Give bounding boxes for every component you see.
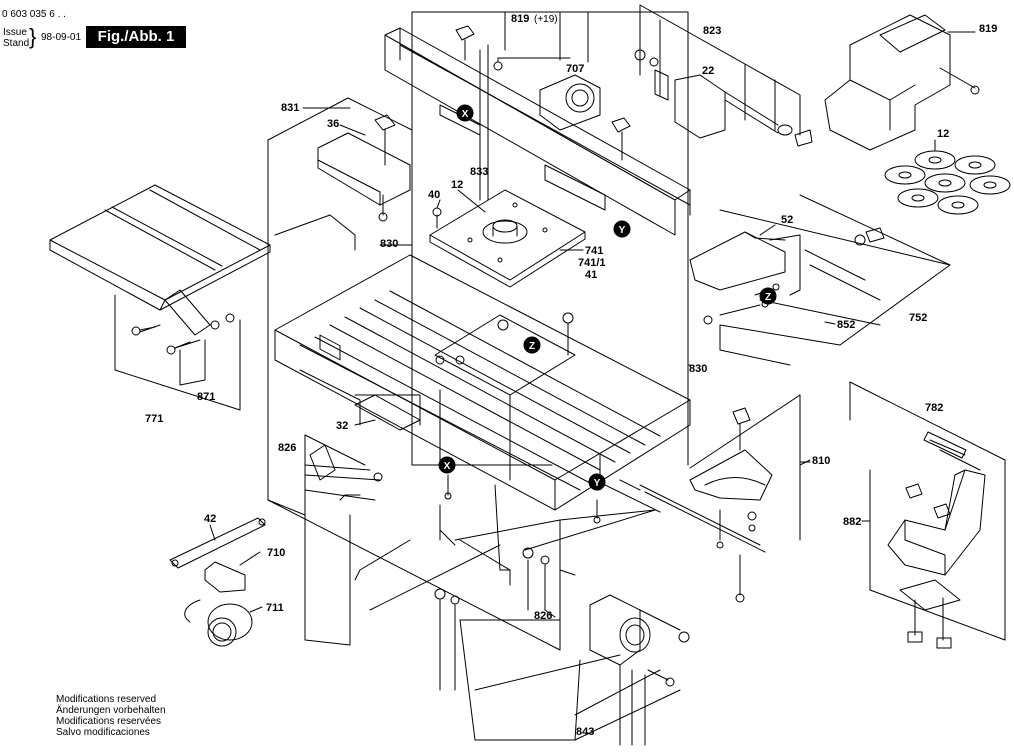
part-label-52: 52	[781, 214, 793, 226]
part-label-22: 22	[702, 65, 714, 77]
marker-z-lower-text: Z	[529, 341, 535, 352]
cabinet-843	[459, 594, 690, 746]
issue-label: Issue	[3, 27, 27, 38]
part-label-41: 41	[585, 269, 597, 281]
part-label-826-upper: 826	[278, 442, 296, 454]
parts-782-882	[849, 381, 1006, 649]
stand-826	[267, 434, 656, 691]
guard-52-group	[689, 194, 951, 366]
fence-assembly	[384, 11, 691, 236]
part-label-36: 36	[327, 118, 339, 130]
parts-42-710-711	[169, 517, 266, 647]
part-label-871: 871	[197, 391, 215, 403]
part-label-782: 782	[925, 402, 943, 414]
part-819-hood	[824, 14, 980, 151]
part-label-42: 42	[204, 513, 216, 525]
part-label-32: 32	[336, 420, 348, 432]
issue-date: 98-09-01	[41, 32, 82, 43]
marker-y-upper-text: Y	[619, 225, 626, 236]
part-label-830-upper: 830	[380, 238, 398, 250]
modifications-notice: Modifications reserved Änderungen vorbeh…	[56, 694, 166, 738]
part-label-12-insert: 12	[451, 179, 463, 191]
main-table-top	[274, 254, 691, 513]
marker-z-lower: Z	[523, 336, 541, 354]
part-label-741-1: 741/1	[578, 257, 606, 269]
notice-line-de: Änderungen vorbehalten	[56, 705, 166, 716]
mitre-gauge-810	[639, 394, 811, 603]
part-label-852: 852	[837, 319, 855, 331]
part-label-741: 741	[585, 245, 603, 257]
part-label-830-lower: 830	[689, 363, 707, 375]
part-label-882: 882	[843, 516, 861, 528]
part-label-710: 710	[267, 547, 285, 559]
marker-y-lower: Y	[588, 473, 606, 491]
marker-y-lower-text: Y	[594, 478, 601, 489]
marker-x-lower: X	[438, 456, 456, 474]
washer-set-12	[884, 150, 1011, 215]
notice-line-es: Salvo modificaciones	[56, 727, 150, 738]
part-label-823: 823	[703, 25, 721, 37]
figure-label: Fig./Abb. 1	[86, 26, 186, 48]
part-label-826-lower: 826	[534, 610, 552, 622]
part-label-833: 833	[470, 166, 488, 178]
label-leaders	[209, 107, 936, 618]
misc-screws	[131, 283, 780, 524]
part-label-711: 711	[266, 602, 284, 614]
part-label-752: 752	[909, 312, 927, 324]
part-label-819: 819	[979, 23, 997, 35]
part-label-707: 707	[566, 63, 584, 75]
marker-z-upper-text: Z	[765, 292, 771, 303]
part-label-831: 831	[281, 102, 299, 114]
marker-z-upper: Z	[759, 287, 777, 305]
brace-icon: }	[29, 24, 37, 49]
part-labels: 819 (+19) 823 819 707 22 831 36 12 833 4…	[145, 13, 997, 738]
marker-x-lower-text: X	[444, 461, 451, 472]
stand-label: Stand	[3, 38, 30, 49]
parts-823-group	[634, 4, 813, 147]
part-label-819-19-suffix: (+19)	[534, 14, 558, 25]
part-label-819-19: 819	[511, 13, 529, 25]
part-label-771: 771	[145, 413, 163, 425]
document-number: 0 603 035 6 . .	[2, 9, 66, 20]
extension-table-771	[49, 184, 271, 411]
base-plate-741	[429, 189, 586, 288]
part-label-40: 40	[428, 189, 440, 201]
notice-line-en: Modifications reserved	[56, 694, 157, 705]
part-label-12-washers: 12	[937, 128, 949, 140]
part-label-810: 810	[812, 455, 830, 467]
marker-y-upper: Y	[613, 220, 631, 238]
group-831-frame	[267, 97, 413, 516]
notice-line-fr: Modifications reservées	[56, 716, 162, 727]
part-label-843: 843	[576, 726, 594, 738]
marker-x-upper: X	[456, 104, 474, 122]
group-830-frame	[379, 11, 691, 466]
marker-x-upper-text: X	[462, 109, 469, 120]
